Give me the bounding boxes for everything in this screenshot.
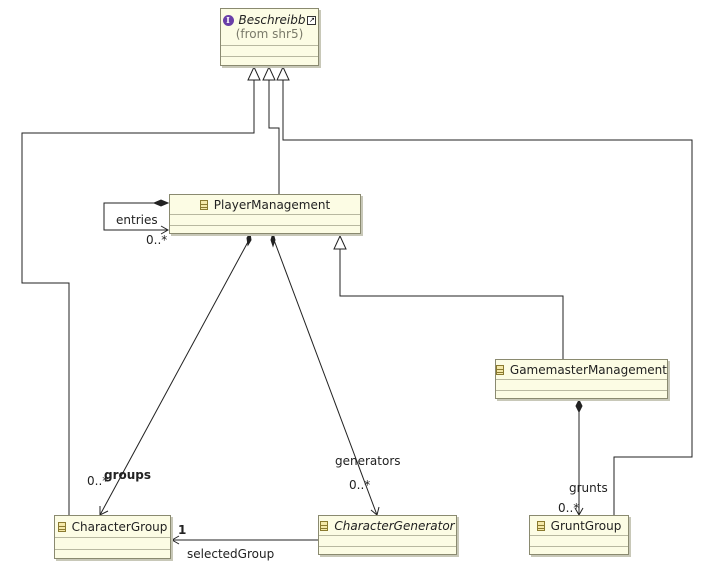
operation-compartment — [496, 391, 667, 400]
selectedgroup-role-label: selectedGroup — [187, 547, 275, 561]
class-icon — [320, 520, 329, 531]
generators-role-label: generators — [335, 454, 401, 468]
class-name: Beschreibb — [238, 13, 306, 27]
generators-multiplicity-label: 0..* — [349, 478, 371, 492]
class-icon — [199, 199, 208, 210]
grunts-multiplicity-label: 0..* — [558, 501, 580, 515]
generalization-charactergroup — [21, 80, 255, 519]
operation-compartment — [55, 550, 170, 560]
attribute-compartment — [496, 380, 667, 391]
operation-compartment — [530, 547, 628, 556]
class-icon — [57, 521, 66, 532]
groups-multiplicity-label: 0..* — [87, 474, 109, 488]
generalization-playermanagement — [268, 80, 280, 195]
generalization-arrowhead — [262, 65, 276, 81]
class-beschreibbar[interactable]: I Beschreibb ↗ (from shr5) — [220, 8, 319, 66]
operation-compartment — [221, 57, 318, 67]
generalization-gruntgroup — [282, 80, 693, 515]
composition-diamond — [575, 398, 583, 414]
class-icon — [496, 364, 504, 375]
class-name: CharacterGroup — [71, 519, 168, 534]
operation-compartment — [319, 547, 456, 556]
class-name: PlayerManagement — [213, 197, 331, 212]
attribute-compartment — [55, 538, 170, 550]
entries-multiplicity-label: 0..* — [146, 233, 168, 247]
interface-icon: I — [222, 14, 234, 26]
groups-role-label: groups — [104, 468, 152, 482]
generalization-arrowhead — [276, 65, 290, 81]
generalization-arrowhead — [247, 65, 261, 81]
class-charactergenerator[interactable]: CharacterGenerator — [318, 515, 457, 555]
composition-diamond — [270, 231, 276, 248]
attribute-compartment — [221, 46, 318, 57]
association-entries — [103, 202, 168, 231]
association-groups — [99, 239, 250, 516]
association-generators — [273, 239, 378, 516]
class-name: GamemasterManagement — [509, 362, 667, 377]
generalization-gamemaster — [339, 249, 564, 359]
attribute-compartment — [530, 536, 628, 547]
generalization-arrowhead — [333, 234, 347, 250]
composition-diamond — [246, 231, 252, 247]
attribute-compartment — [319, 536, 456, 547]
class-name: CharacterGenerator — [334, 518, 455, 533]
grunts-role-label: grunts — [569, 481, 608, 495]
navigation-arrow — [160, 225, 170, 235]
attribute-compartment — [170, 215, 360, 226]
class-icon — [536, 520, 545, 531]
class-gruntgroup[interactable]: GruntGroup — [529, 515, 629, 555]
class-gamemastermanagement[interactable]: GamemasterManagement — [495, 359, 668, 399]
selectedgroup-multiplicity-label: 1 — [178, 523, 187, 537]
navigation-arrow — [170, 535, 180, 545]
class-charactergroup[interactable]: CharacterGroup — [54, 515, 171, 559]
external-link-icon: ↗ — [307, 15, 317, 25]
composition-diamond — [152, 199, 170, 207]
class-source: (from shr5) — [235, 27, 304, 41]
class-playermanagement[interactable]: PlayerManagement — [169, 194, 361, 234]
entries-role-label: entries — [116, 213, 158, 227]
operation-compartment — [170, 226, 360, 235]
class-name: GruntGroup — [550, 518, 622, 533]
